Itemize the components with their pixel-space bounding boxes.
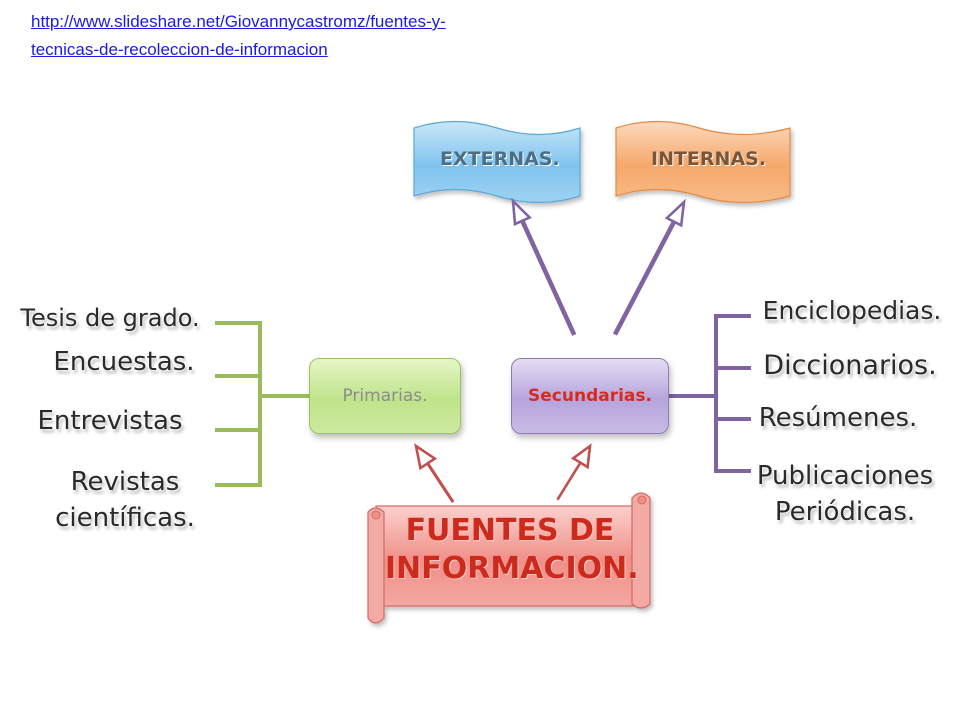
- secundarias-box: Secundarias.: [511, 358, 669, 434]
- externas-label: EXTERNAS.: [440, 148, 560, 170]
- primarias-label: Primarias.: [342, 386, 428, 406]
- item-revistas: Revistas científicas.: [55, 467, 195, 533]
- title-line-1: FUENTES DE: [405, 513, 615, 548]
- arrow-to-internas: [612, 198, 686, 336]
- item-diccionarios: Diccionarios.: [763, 350, 937, 381]
- item-resumenes: Resúmenes.: [758, 403, 918, 433]
- primarias-bracket: [215, 321, 311, 487]
- primarias-box: Primarias.: [309, 358, 461, 434]
- item-tesis: Tesis de grado.: [20, 304, 200, 332]
- title-scroll: [367, 492, 651, 624]
- page-title: FUENTES DE INFORMACION.: [385, 512, 639, 588]
- secundarias-bracket: [666, 314, 751, 473]
- secundarias-label: Secundarias.: [528, 386, 652, 406]
- source-link[interactable]: http://www.slideshare.net/Giovannycastro…: [31, 12, 446, 59]
- arrow-to-externas: [511, 197, 577, 336]
- externas-flag: [413, 120, 581, 204]
- arrow-to-secundarias: [556, 443, 592, 501]
- internas-label: INTERNAS.: [651, 148, 767, 170]
- item-encuestas: Encuestas.: [53, 347, 195, 377]
- arrow-to-primarias: [414, 443, 455, 503]
- item-publicaciones: Publicaciones Periódicas.: [756, 461, 934, 527]
- internas-flag: [615, 120, 791, 204]
- item-enciclopedias: Enciclopedias.: [762, 296, 942, 325]
- title-line-2: INFORMACION.: [385, 551, 639, 586]
- item-entrevistas: Entrevistas: [37, 406, 183, 436]
